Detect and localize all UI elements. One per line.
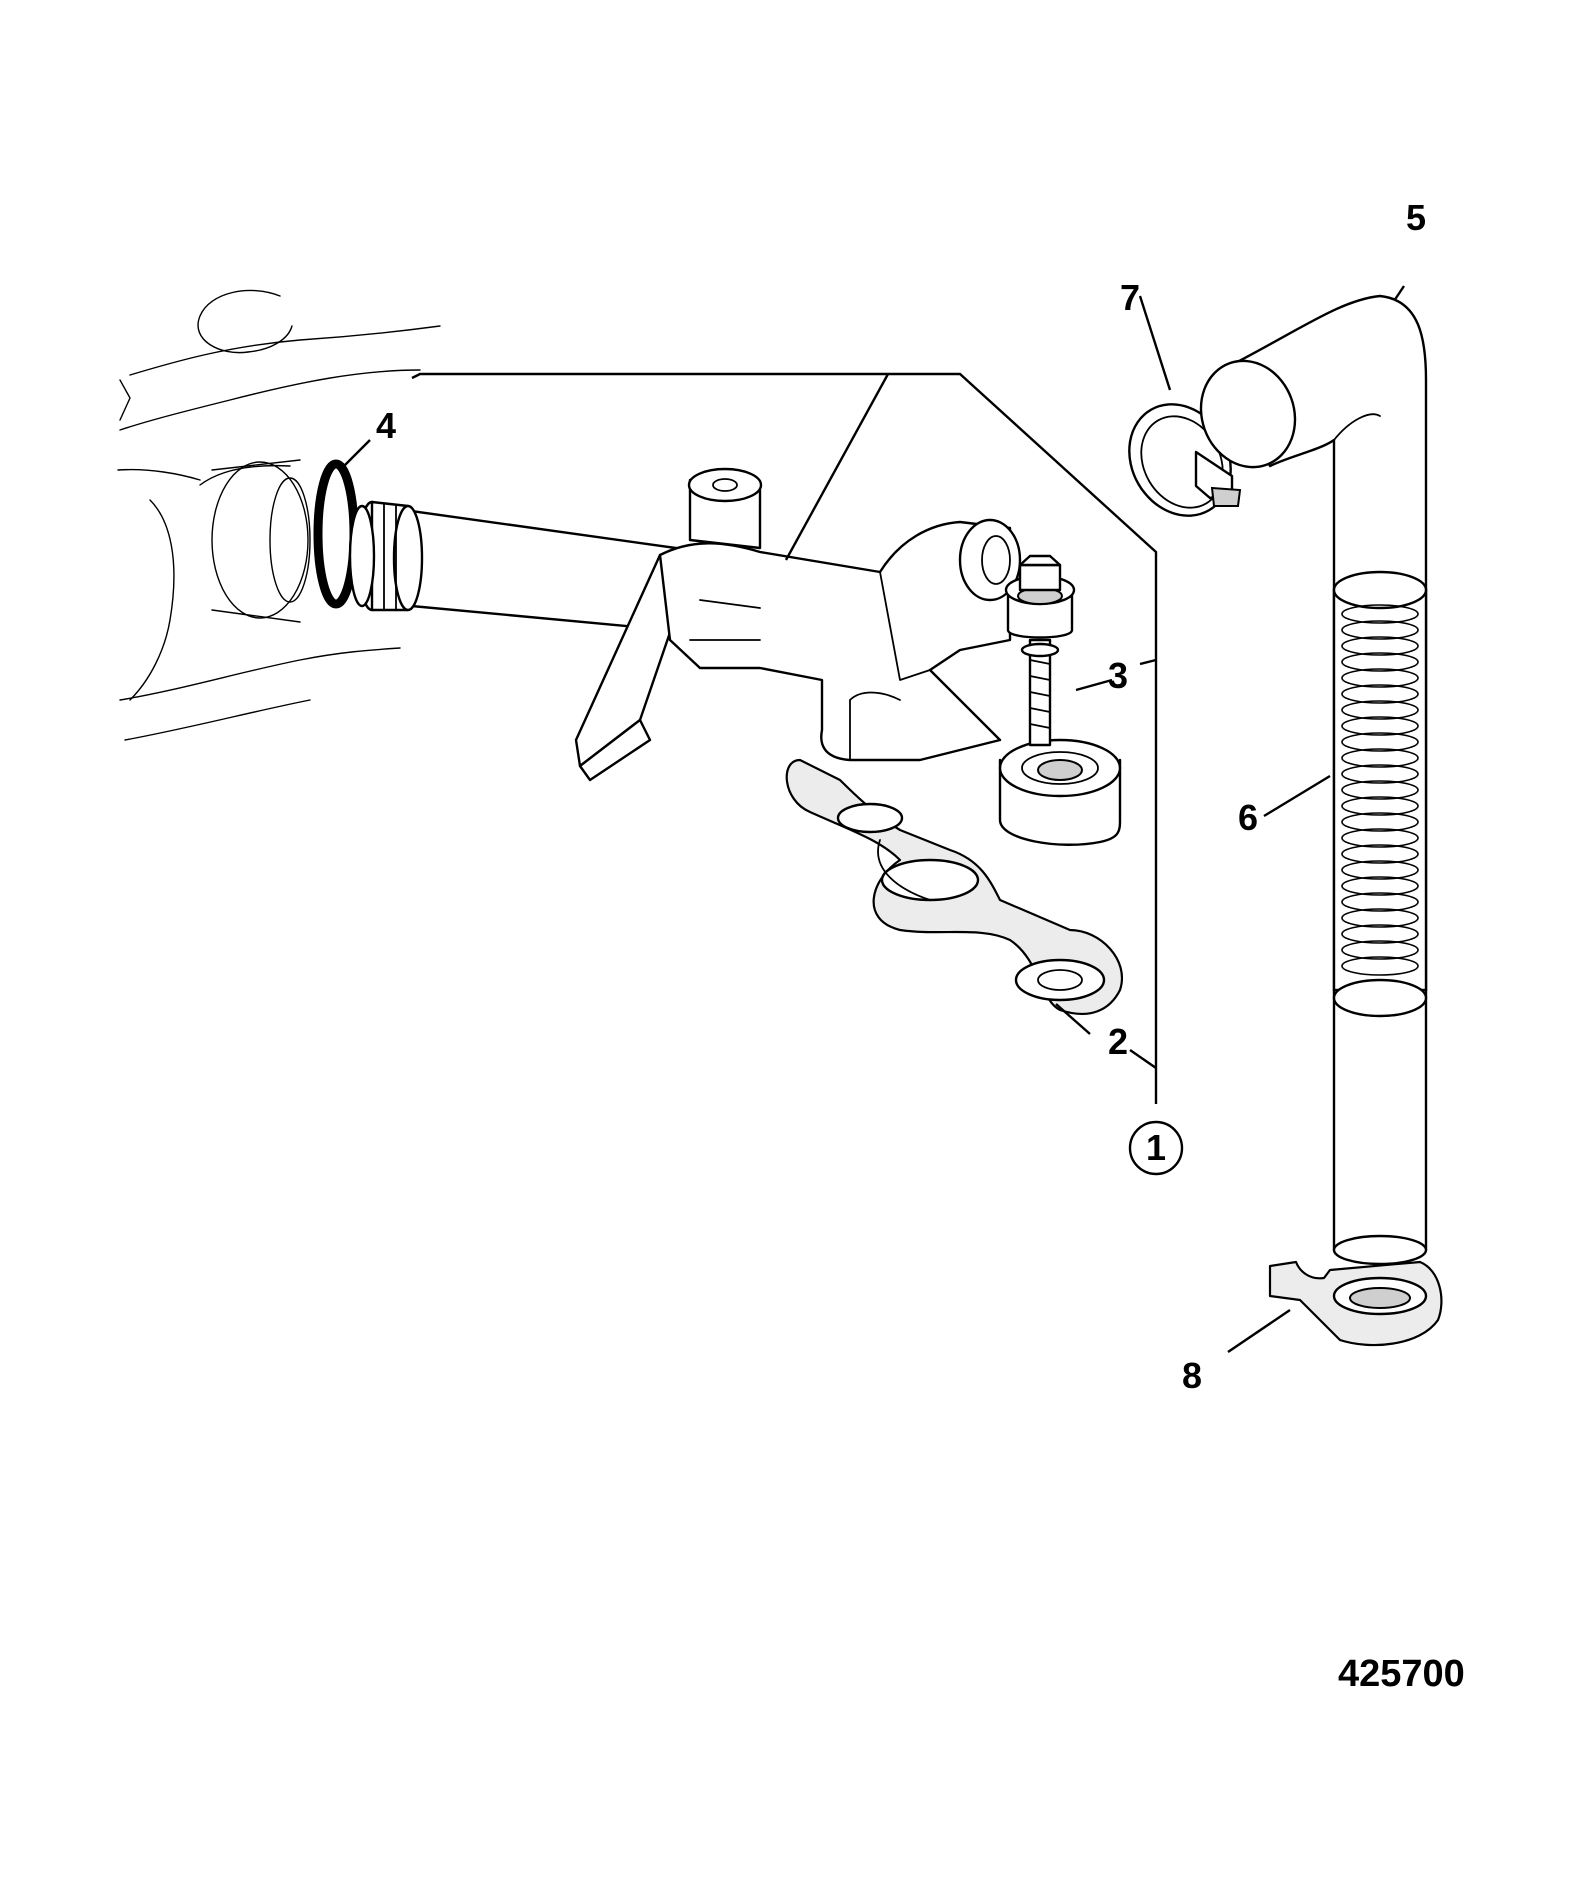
bolt [1004, 554, 1076, 747]
corrugation-ring [1341, 860, 1419, 880]
callout-7: 7 [1120, 277, 1140, 318]
callout-6: 6 [1238, 797, 1258, 838]
corrugation-ring [1341, 780, 1419, 800]
corrugation-ring [1341, 604, 1419, 624]
corrugation-ring [1341, 956, 1419, 976]
figure-number: 425700 [1338, 1653, 1465, 1695]
breather-housing [348, 467, 1122, 846]
callout-8: 8 [1182, 1355, 1202, 1396]
corrugation-ring [1341, 828, 1419, 848]
breather-hose [1199, 294, 1428, 1266]
engine-block-outline [117, 289, 441, 741]
corrugation-ring [1341, 620, 1419, 640]
o-ring [313, 459, 359, 609]
corrugation-ring [1341, 812, 1419, 832]
callout-1: 1 [1146, 1127, 1166, 1168]
corrugation-ring [1341, 940, 1419, 960]
corrugation-ring [1341, 876, 1419, 896]
corrugation-ring [1341, 924, 1419, 944]
corrugation-ring [1341, 892, 1419, 912]
corrugation-ring [1341, 668, 1419, 688]
kit-bracket [411, 372, 1158, 1104]
corrugation-ring [1341, 732, 1419, 752]
hose-corrugations [1341, 604, 1419, 976]
corrugation-ring [1341, 908, 1419, 928]
corrugation-ring [1341, 716, 1419, 736]
callout-2: 2 [1108, 1021, 1128, 1062]
corrugation-ring [1341, 796, 1419, 816]
hose-bracket [1268, 1260, 1443, 1347]
corrugation-ring [1341, 684, 1419, 704]
callout-3: 3 [1108, 655, 1128, 696]
corrugation-ring [1341, 700, 1419, 720]
corrugation-ring [1341, 636, 1419, 656]
callout-4: 4 [376, 405, 396, 446]
callouts: 1 2 3 4 5 6 7 8 [376, 197, 1426, 1396]
callout-5: 5 [1406, 197, 1426, 238]
corrugation-ring [1341, 764, 1419, 784]
gasket [785, 758, 1123, 1015]
corrugation-ring [1341, 748, 1419, 768]
corrugation-ring [1341, 844, 1419, 864]
corrugation-ring [1341, 652, 1419, 672]
callout-1-circle [1128, 1120, 1184, 1176]
